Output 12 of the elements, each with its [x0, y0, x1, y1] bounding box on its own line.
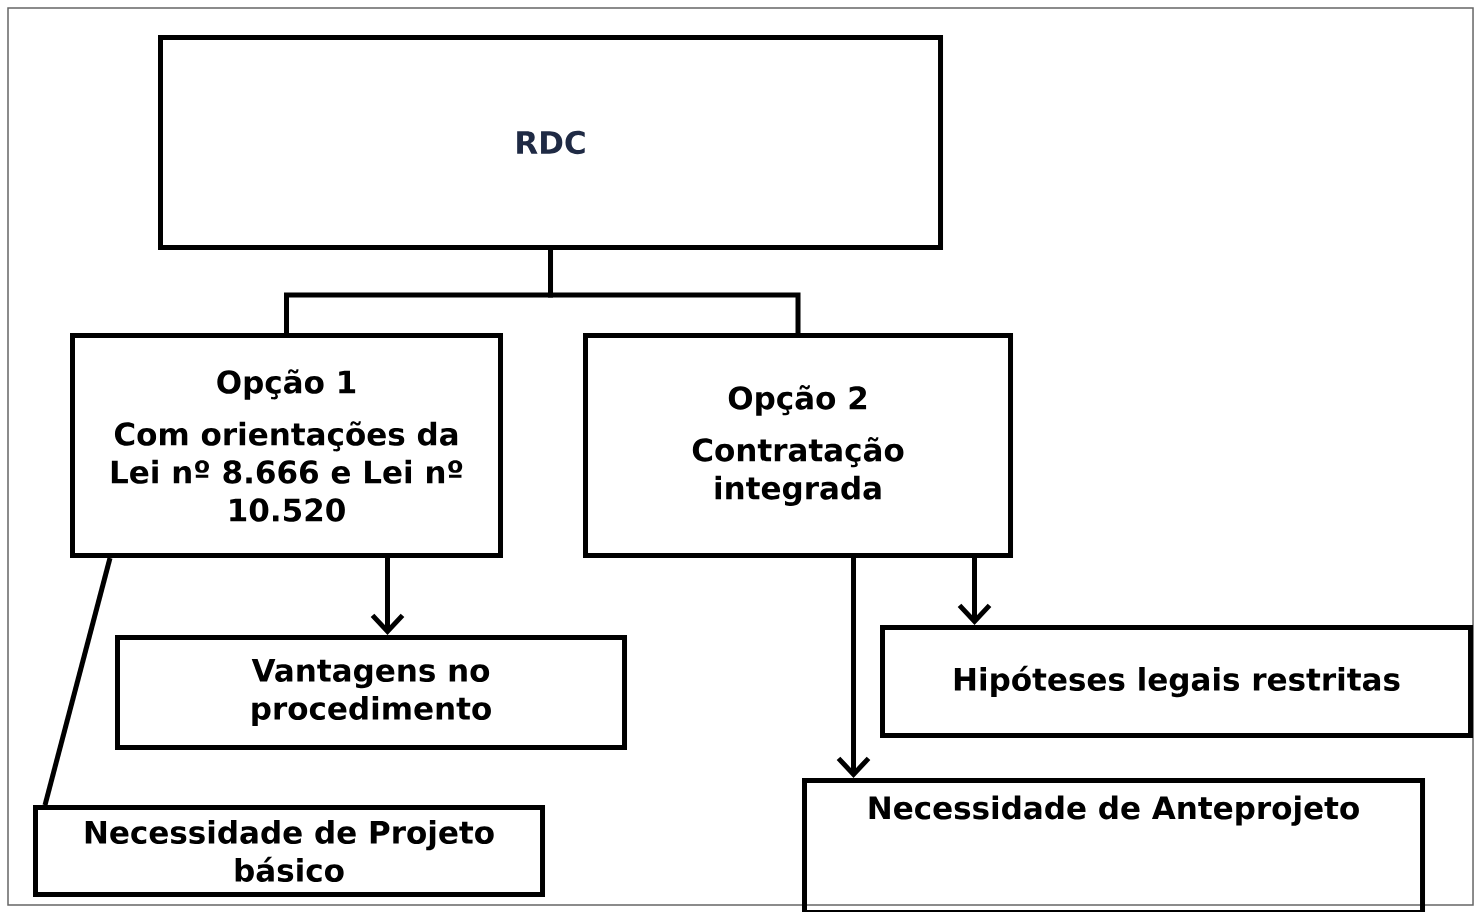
process-box: Necessidade de Anteprojeto	[802, 778, 1426, 912]
process-box: Vantagens no procedimento	[115, 635, 627, 750]
connector-line	[42, 557, 113, 806]
process-box: Opção 1 Com orientações da Lei nº 8.666 e Lei nº 10.520	[70, 333, 503, 558]
arrow	[957, 558, 992, 625]
process-box: Opção 2 Contratação integrada	[583, 333, 1013, 558]
connector-line	[548, 250, 801, 333]
process-box: Necessidade de Projeto básico	[33, 805, 545, 897]
arrow	[836, 558, 871, 778]
process-box: RDC	[158, 35, 943, 250]
arrow	[370, 558, 405, 635]
process-box: Hipóteses legais restritas	[880, 625, 1474, 738]
